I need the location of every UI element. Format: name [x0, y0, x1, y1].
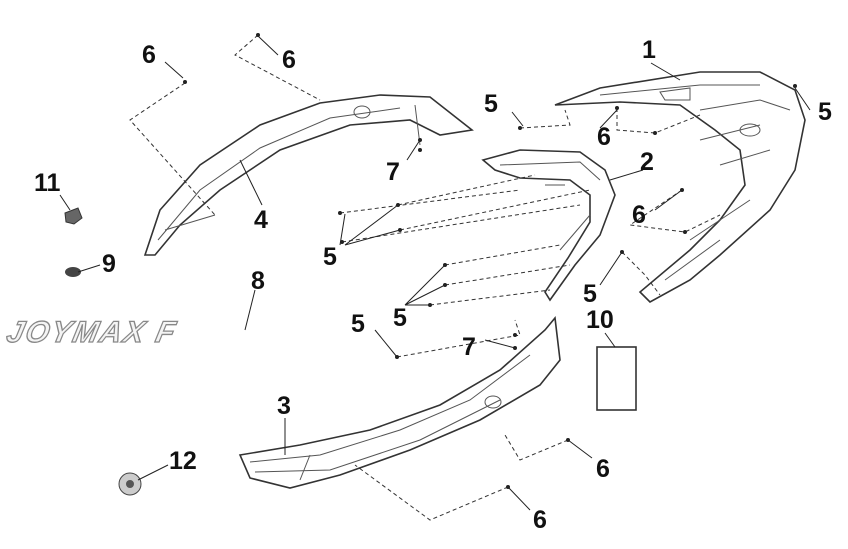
callout-5: 5 — [323, 243, 337, 271]
part-1-rear-cover — [554, 71, 806, 303]
callout-6: 6 — [596, 455, 610, 483]
callout-1: 1 — [642, 36, 656, 64]
part-3-right-side-cover — [238, 316, 561, 489]
callout-7: 7 — [462, 333, 476, 361]
part-9-grommet — [65, 267, 81, 277]
callout-11: 11 — [34, 169, 61, 197]
callout-9: 9 — [102, 250, 116, 278]
leader-lines — [59, 33, 811, 521]
part-10-label-sticker — [596, 346, 637, 411]
callout-labels: 1 2 3 4 5 5 5 5 5 5 6 6 6 6 6 6 7 7 8 9 … — [34, 36, 832, 534]
callout-5: 5 — [583, 280, 597, 308]
callout-6: 6 — [282, 46, 296, 74]
callout-10: 10 — [586, 306, 614, 334]
callout-4: 4 — [254, 206, 268, 234]
part-2-center-cover — [481, 149, 616, 302]
callout-12: 12 — [169, 447, 197, 475]
callout-5: 5 — [484, 90, 498, 118]
part-12-nut — [118, 472, 142, 496]
callout-5: 5 — [818, 98, 832, 126]
callout-2: 2 — [640, 148, 654, 176]
callout-6: 6 — [597, 123, 611, 151]
callout-6: 6 — [142, 41, 156, 69]
callout-5: 5 — [351, 310, 365, 338]
callout-5: 5 — [393, 304, 407, 332]
callout-6: 6 — [533, 506, 547, 534]
callout-3: 3 — [277, 392, 291, 420]
part-8-logo-emblem: JOYMAX F — [4, 316, 180, 349]
part-4-left-side-cover — [143, 94, 474, 256]
callout-6: 6 — [632, 201, 646, 229]
callout-8: 8 — [251, 267, 265, 295]
part-11-clip — [64, 207, 83, 225]
callout-7: 7 — [386, 158, 400, 186]
